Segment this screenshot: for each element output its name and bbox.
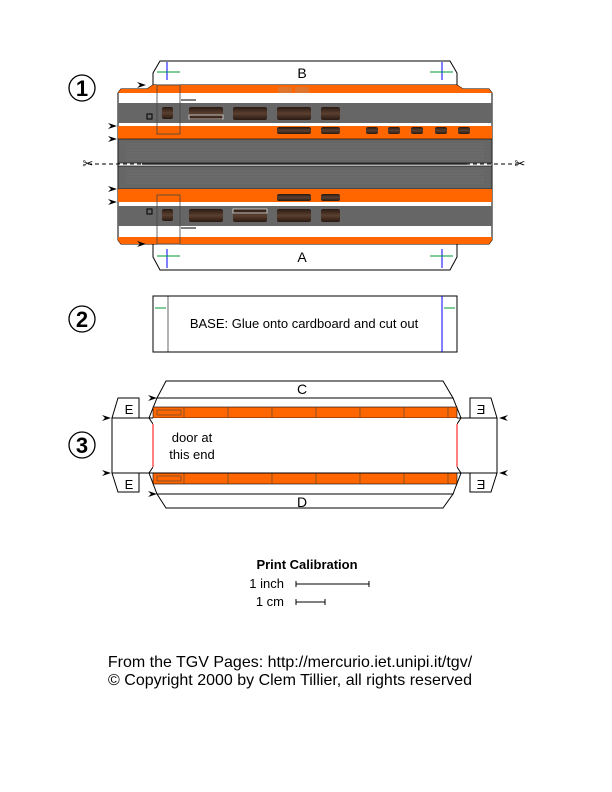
scissors-icon-right: ✂ [515,156,526,171]
alignment-guides [157,62,453,268]
tab-e-label: E [125,477,134,492]
tab-e-label: E [125,402,134,417]
part-2-base: BASE: Glue onto cardboard and cut out [152,295,458,353]
cut-line: ✂ ✂ [83,156,526,171]
step-2-number: 2 [76,307,88,332]
step-2-marker: 2 [68,305,96,333]
footer-copyright: © Copyright 2000 by Clem Tillier, all ri… [108,672,472,689]
tab-a-label: A [297,249,307,265]
step-1-marker: 1 [68,74,96,102]
part-3-ends: C D E E E E door at this end [102,380,508,510]
tab-e-label-mirrored: E [476,477,485,492]
inch-label: 1 inch [249,576,284,591]
base-instruction: BASE: Glue onto cardboard and cut out [190,316,419,331]
windows [162,107,470,222]
footer-source: From the TGV Pages: http://mercurio.iet.… [108,654,473,671]
door-note-line1: door at [172,430,213,445]
step-3-marker: 3 [68,431,96,459]
tab-d [156,493,454,509]
tab-e-label-mirrored: E [476,402,485,417]
print-calibration: Print Calibration 1 inch 1 cm [249,557,370,609]
door-note-line2: this end [169,447,215,462]
calibration-title: Print Calibration [256,557,357,572]
step-1-number: 1 [76,76,88,101]
tab-b-label: B [297,65,306,81]
tab-c-label: C [297,381,307,397]
step-3-number: 3 [76,433,88,458]
cm-label: 1 cm [256,594,284,609]
scissors-icon-left: ✂ [83,156,94,171]
tab-d-label: D [297,494,307,510]
part-1-roof-panel: B A [83,60,526,271]
